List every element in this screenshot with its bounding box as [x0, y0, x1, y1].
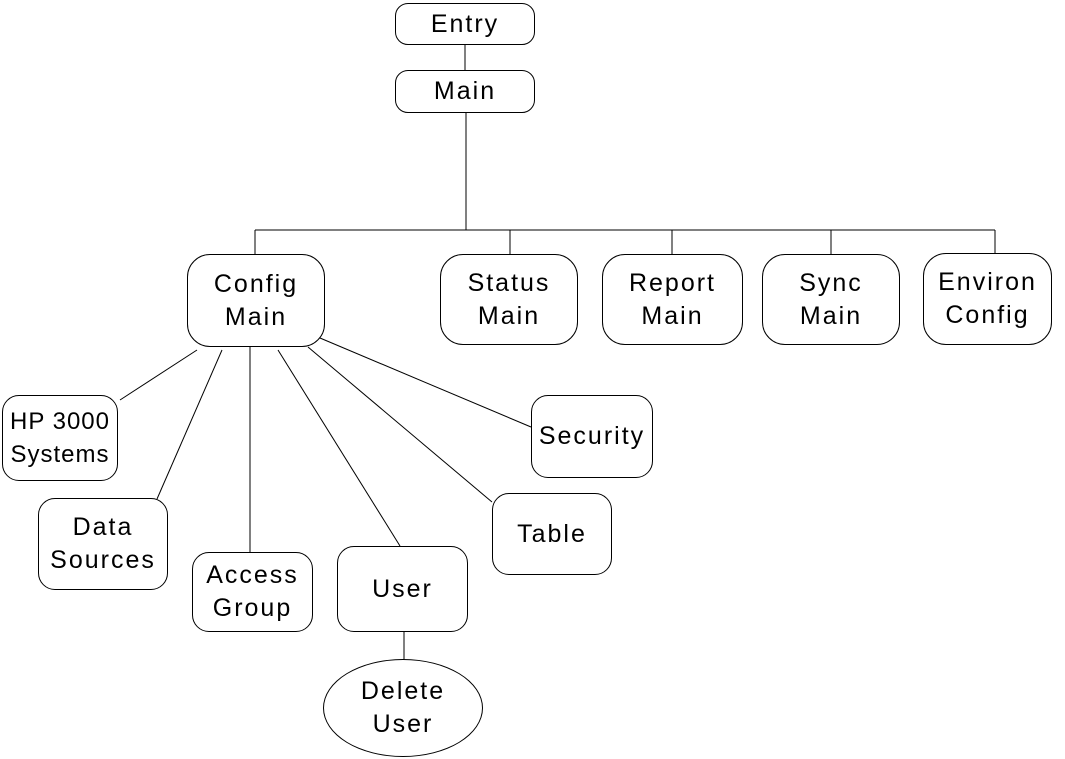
edge-config-hp-3000 — [119, 349, 198, 401]
node-table: Table — [492, 493, 612, 575]
node-hp-3000-systems-line2: Systems — [10, 441, 110, 468]
node-status-main: Status Main — [440, 254, 578, 345]
node-report-main-line1: Report — [628, 268, 717, 297]
node-sync-main: Sync Main — [762, 254, 900, 345]
node-environ-config-line2: Config — [945, 301, 1030, 329]
node-config-main-line2: Main — [224, 302, 288, 331]
node-sync-main-line1: Sync — [799, 268, 863, 297]
node-main: Main — [395, 70, 535, 113]
node-data-sources-line1: Data — [72, 513, 134, 541]
edge-config-table — [307, 346, 493, 503]
node-config-main: Config Main — [187, 254, 325, 347]
edge-config-user — [277, 349, 401, 547]
node-main-label: Main — [433, 77, 497, 105]
node-data-sources-line2: Sources — [50, 546, 156, 574]
node-access-group: Access Group — [192, 552, 313, 632]
node-delete-user-line2: User — [372, 710, 434, 738]
node-hp-3000-systems: HP 3000 Systems — [2, 395, 118, 481]
node-data-sources: Data Sources — [38, 498, 168, 590]
node-access-group-line1: Access — [206, 561, 299, 589]
node-config-main-line1: Config — [213, 269, 299, 298]
node-user-label: User — [372, 574, 433, 603]
node-security: Security — [531, 395, 653, 478]
node-delete-user-line1: Delete — [360, 677, 446, 705]
node-hp-3000-systems-line1: HP 3000 — [10, 408, 110, 435]
edge-config-security — [319, 337, 532, 428]
node-status-main-line2: Main — [477, 301, 541, 330]
node-entry: Entry — [395, 3, 535, 45]
node-report-main: Report Main — [602, 254, 743, 345]
node-report-main-line2: Main — [641, 301, 704, 330]
node-sync-main-line2: Main — [799, 301, 863, 330]
node-environ-config: Environ Config — [923, 253, 1052, 345]
node-user: User — [337, 546, 468, 632]
node-security-label: Security — [538, 422, 646, 450]
node-status-main-line1: Status — [467, 268, 551, 297]
node-environ-config-line1: Environ — [938, 268, 1037, 296]
edge-config-data-sources — [156, 349, 223, 500]
node-delete-user: Delete User — [323, 659, 483, 757]
node-entry-label: Entry — [430, 9, 500, 38]
node-table-label: Table — [517, 519, 587, 548]
node-access-group-line2: Group — [212, 594, 293, 622]
